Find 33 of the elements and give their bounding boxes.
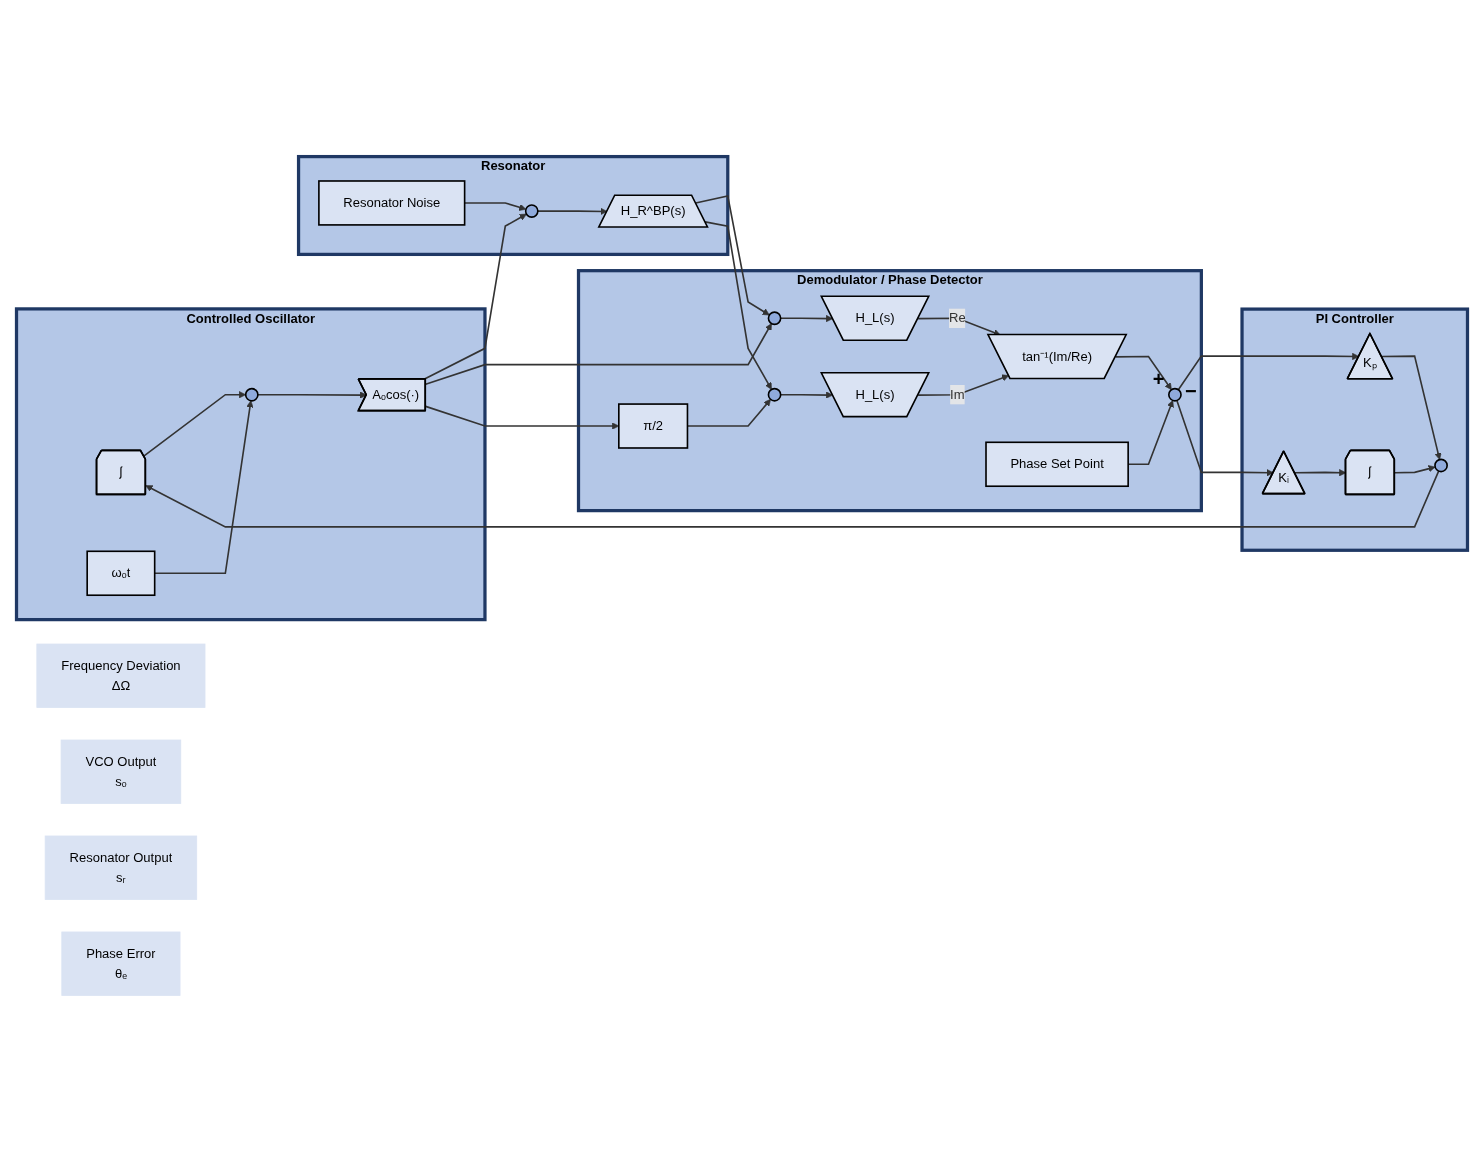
- arrow: [537, 207, 608, 215]
- node-box: Resonator Noise: [318, 180, 466, 226]
- node-circle: [1434, 458, 1448, 473]
- node-box: Phase Set Point: [985, 441, 1129, 488]
- sign-label: −: [1185, 380, 1197, 401]
- node-box: Frequency Deviation ΔΩ: [36, 643, 206, 708]
- node-box: ωₒt: [86, 550, 156, 597]
- arrow: [142, 391, 246, 457]
- arrow: [424, 323, 772, 386]
- node-box: Resonator Output sᵣ: [44, 835, 198, 900]
- node-circle: [244, 387, 259, 402]
- arrow: [1176, 399, 1274, 477]
- arrow: [145, 470, 1440, 528]
- arrow: [917, 374, 1010, 396]
- node-circle: [1168, 387, 1182, 402]
- node-circle: [524, 204, 539, 218]
- arrow: [704, 221, 772, 390]
- arrow: [423, 213, 527, 381]
- arrow: [1114, 355, 1172, 390]
- arrow: [1177, 352, 1360, 391]
- node-circle: [767, 311, 782, 326]
- node-circle: [767, 387, 782, 402]
- edge-label: Im: [950, 387, 965, 402]
- edge-label: Re: [949, 310, 966, 325]
- node-box: Phase Error θₑ: [61, 931, 181, 996]
- node-box: π/2: [618, 403, 689, 449]
- arrow: [779, 315, 834, 323]
- arrow: [1380, 355, 1442, 460]
- arrow: [779, 391, 834, 399]
- node-box: VCO Output sₒ: [60, 739, 182, 804]
- sign-label: +: [1152, 368, 1165, 389]
- arrow: [694, 195, 770, 316]
- arrow: [257, 391, 367, 399]
